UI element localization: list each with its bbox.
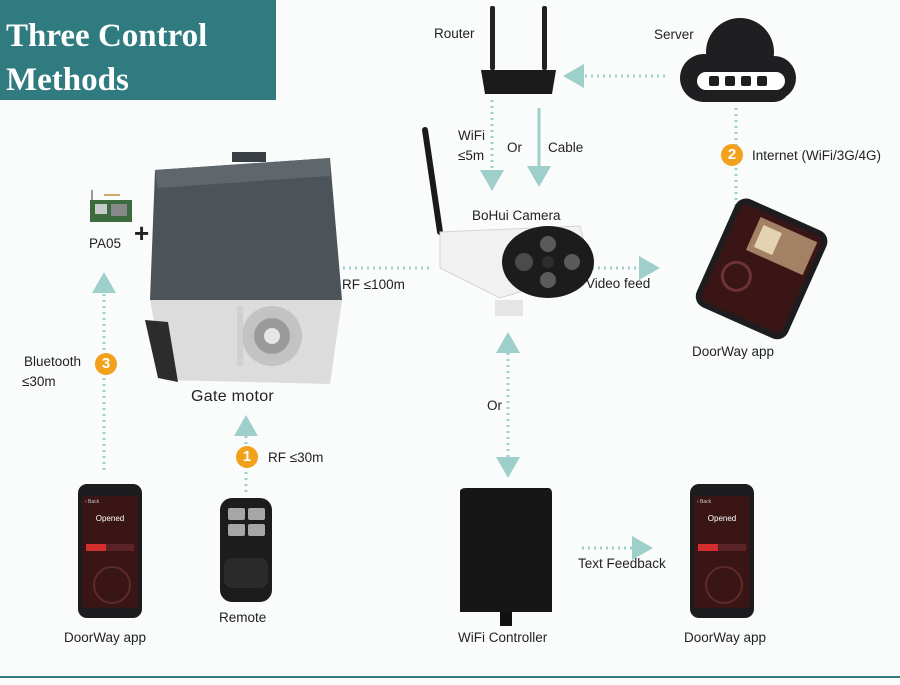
server-label: Server xyxy=(654,27,694,42)
remote-label: Remote xyxy=(219,610,267,625)
back-label: ‹ Back xyxy=(697,499,712,505)
plus-sign: + xyxy=(134,218,150,248)
opened-status: Opened xyxy=(95,514,125,523)
doorway-app-right-label: DoorWay app xyxy=(692,344,775,359)
rf-30-label: RF ≤30m xyxy=(268,450,324,465)
doorway-app-phone-left: ‹ Back Opened xyxy=(78,484,142,618)
router-label: Router xyxy=(434,26,475,41)
badge-three: 3 xyxy=(95,353,117,375)
cable-label: Cable xyxy=(548,140,584,155)
title-line-1: Three Control xyxy=(6,18,208,54)
back-label: ‹ Back xyxy=(85,499,100,505)
bottom-divider xyxy=(0,676,900,678)
remote-icon xyxy=(220,498,272,602)
bluetooth-range-label: ≤30m xyxy=(22,374,56,389)
rf-100-label: RF ≤100m xyxy=(342,277,405,292)
title-line-2: Methods xyxy=(6,62,129,98)
wifi-range-label: ≤5m xyxy=(458,148,485,163)
text-feedback-label: Text Feedback xyxy=(578,556,666,571)
doorway-app-phone-right-icon xyxy=(695,198,828,340)
control-ring xyxy=(93,566,131,604)
wifi-label: WiFi xyxy=(458,128,485,143)
doorway-app-left-label: DoorWay app xyxy=(64,630,147,645)
bohui-camera-icon xyxy=(422,127,594,316)
phone-screen: ‹ Back Opened xyxy=(82,496,138,608)
pa05-label: PA05 xyxy=(89,236,122,251)
server-cloud-icon xyxy=(680,18,796,102)
wifi-controller-icon xyxy=(460,488,552,626)
title-banner: Three Control Methods xyxy=(0,0,276,100)
router-icon xyxy=(481,6,556,94)
video-feed-label: Video feed xyxy=(586,276,651,291)
or-mid-label: Or xyxy=(487,398,502,413)
opened-status: Opened xyxy=(707,514,737,523)
gate-motor-label: Gate motor xyxy=(191,388,275,405)
badge-two: 2 xyxy=(721,144,743,166)
wifi-controller-label: WiFi Controller xyxy=(458,630,548,645)
badge-one: 1 xyxy=(236,446,258,468)
bohui-camera-label: BoHui Camera xyxy=(472,208,561,223)
doorway-app-phone-bottom-right: ‹ Back Opened xyxy=(690,484,754,618)
status-bar xyxy=(86,544,134,551)
gate-motor-icon xyxy=(145,152,342,384)
internet-label: Internet (WiFi/3G/4G) xyxy=(752,148,882,163)
or-top-label: Or xyxy=(507,140,522,155)
control-ring xyxy=(705,566,743,604)
bluetooth-label: Bluetooth xyxy=(24,354,82,369)
doorway-app-bottom-right-label: DoorWay app xyxy=(684,630,767,645)
pa05-board-icon xyxy=(90,190,132,222)
phone-screen: ‹ Back Opened xyxy=(694,496,750,608)
status-bar xyxy=(698,544,746,551)
